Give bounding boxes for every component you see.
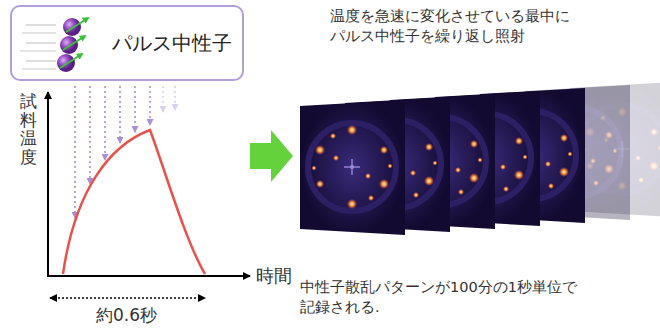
pulse-box: パルス中性子 [10,5,244,81]
note-label: 約0.6秒 [96,304,157,327]
axis-label: 試料温度 [20,92,37,167]
note-label: 中性子散乱パターンが100分の1秒単位で 記録される. [300,278,630,317]
neutron-spheres [12,7,102,79]
note-label: 温度を急速に変化させている最中に パルス中性子を繰り返し照射 [330,6,652,47]
note-label: 時間 [256,264,292,288]
box-label: パルス中性子 [112,30,232,57]
